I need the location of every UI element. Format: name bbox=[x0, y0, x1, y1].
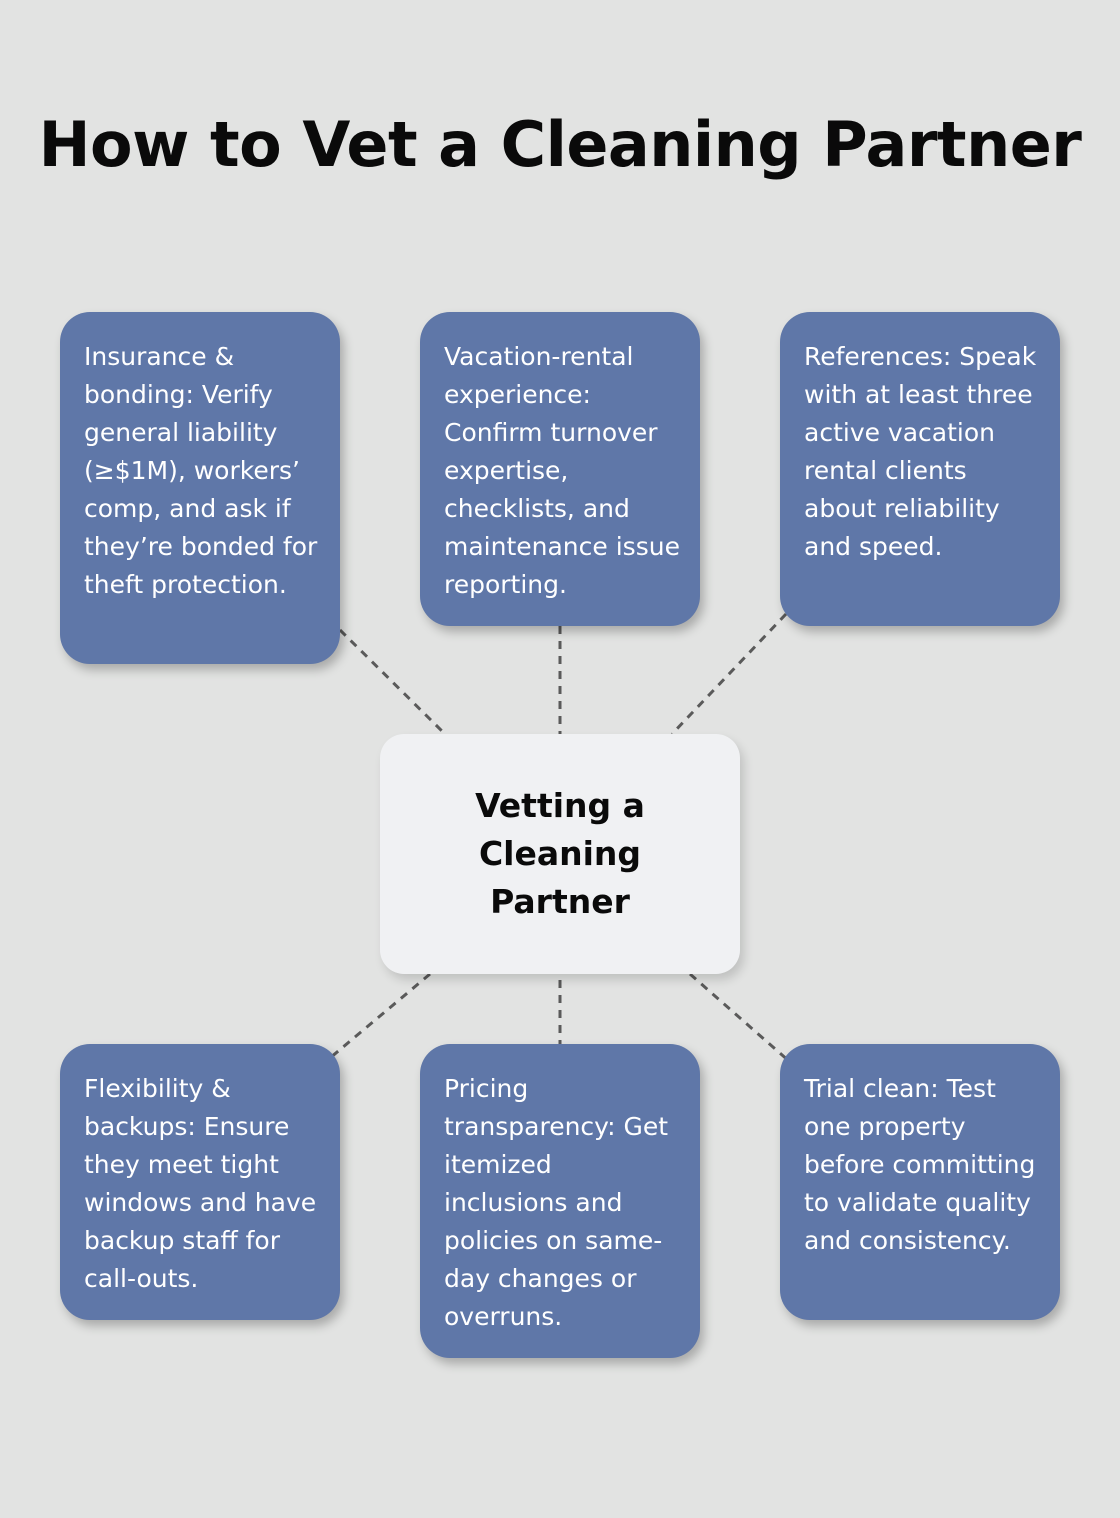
connector-references bbox=[670, 612, 788, 736]
connector-flexibility bbox=[329, 972, 431, 1060]
central-topic-label: Vetting a Cleaning Partner bbox=[475, 786, 645, 921]
node-flexibility-backups: Flexibility & backups: Ensure they meet … bbox=[60, 1044, 340, 1320]
node-text: Pricing transparency: Get itemized inclu… bbox=[444, 1074, 669, 1331]
node-text: Insurance & bonding: Verify general liab… bbox=[84, 342, 318, 599]
node-text: Trial clean: Test one property before co… bbox=[804, 1074, 1036, 1255]
connector-insurance bbox=[338, 628, 447, 736]
central-topic-box: Vetting a Cleaning Partner bbox=[380, 734, 740, 974]
connector-trial bbox=[689, 972, 791, 1064]
node-references: References: Speak with at least three ac… bbox=[780, 312, 1060, 626]
node-text: Flexibility & backups: Ensure they meet … bbox=[84, 1074, 317, 1293]
node-text: References: Speak with at least three ac… bbox=[804, 342, 1037, 561]
node-pricing-transparency: Pricing transparency: Get itemized inclu… bbox=[420, 1044, 700, 1358]
node-insurance-bonding: Insurance & bonding: Verify general liab… bbox=[60, 312, 340, 664]
node-vacation-rental-experience: Vacation-rental experience: Confirm turn… bbox=[420, 312, 700, 626]
node-trial-clean: Trial clean: Test one property before co… bbox=[780, 1044, 1060, 1320]
page-title: How to Vet a Cleaning Partner bbox=[38, 108, 1082, 181]
node-text: Vacation-rental experience: Confirm turn… bbox=[444, 342, 680, 599]
